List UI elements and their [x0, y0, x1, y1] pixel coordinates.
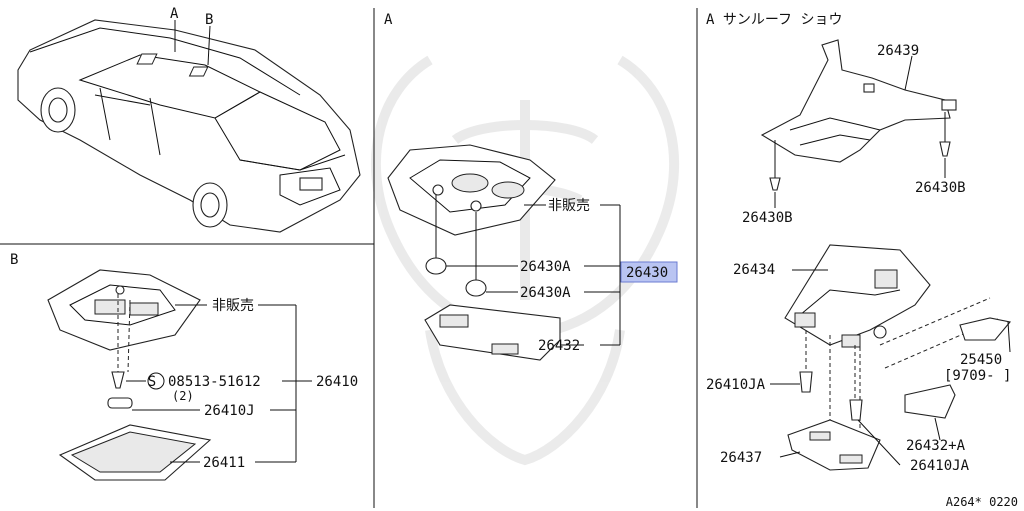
screw-symbol-s: S: [148, 374, 156, 390]
part-number-26410ja-left[interactable]: 26410JA: [706, 377, 766, 393]
part-number-26432a[interactable]: 26432+A: [906, 438, 966, 454]
part-number-25450[interactable]: 25450: [960, 352, 1002, 368]
label-screw-qty: (2): [172, 389, 194, 403]
section-a-map-lamp-assembly: [387, 144, 561, 361]
sunroof-bracket-assembly: [760, 39, 957, 191]
part-number-26430a-lower[interactable]: 26430A: [520, 285, 571, 301]
part-number-26411[interactable]: 26411: [203, 455, 245, 471]
label-a-not-sold: 非販売: [548, 198, 590, 214]
part-number-26410j[interactable]: 26410J: [204, 403, 255, 419]
part-number-26430[interactable]: 26430: [626, 265, 668, 281]
section-dividers: [0, 8, 698, 508]
section-sunroof-title: A サンルーフ ショウ: [706, 12, 842, 28]
section-a-leaders: [446, 204, 621, 346]
section-a-title: A: [384, 12, 393, 28]
part-number-26432[interactable]: 26432: [538, 338, 580, 354]
part-25450-date-range: [9709- ]: [944, 368, 1011, 384]
section-b-map-lamp-assembly: [47, 269, 212, 481]
part-number-26410ja-right[interactable]: 26410JA: [910, 458, 970, 474]
section-b-title: B: [10, 252, 18, 268]
diagram-code: A264* 0220: [946, 495, 1018, 509]
callout-letter-a: A: [170, 6, 179, 22]
part-number-26434[interactable]: 26434: [733, 262, 775, 278]
vehicle-overview-illustration: [17, 19, 361, 233]
section-b-leaders: [126, 304, 312, 463]
callout-letter-b: B: [205, 12, 213, 28]
part-number-26410[interactable]: 26410: [316, 374, 358, 390]
label-screw-code: 08513-51612: [168, 374, 261, 390]
sunroof-leaders: [770, 55, 1011, 466]
part-number-26430b-left[interactable]: 26430B: [742, 210, 793, 226]
part-number-26430a-upper[interactable]: 26430A: [520, 259, 571, 275]
part-number-26430b-right[interactable]: 26430B: [915, 180, 966, 196]
highlight-box-26430: [620, 261, 678, 283]
part-number-26437[interactable]: 26437: [720, 450, 762, 466]
part-number-26439[interactable]: 26439: [877, 43, 919, 59]
label-b-not-sold: 非販売: [212, 298, 254, 314]
